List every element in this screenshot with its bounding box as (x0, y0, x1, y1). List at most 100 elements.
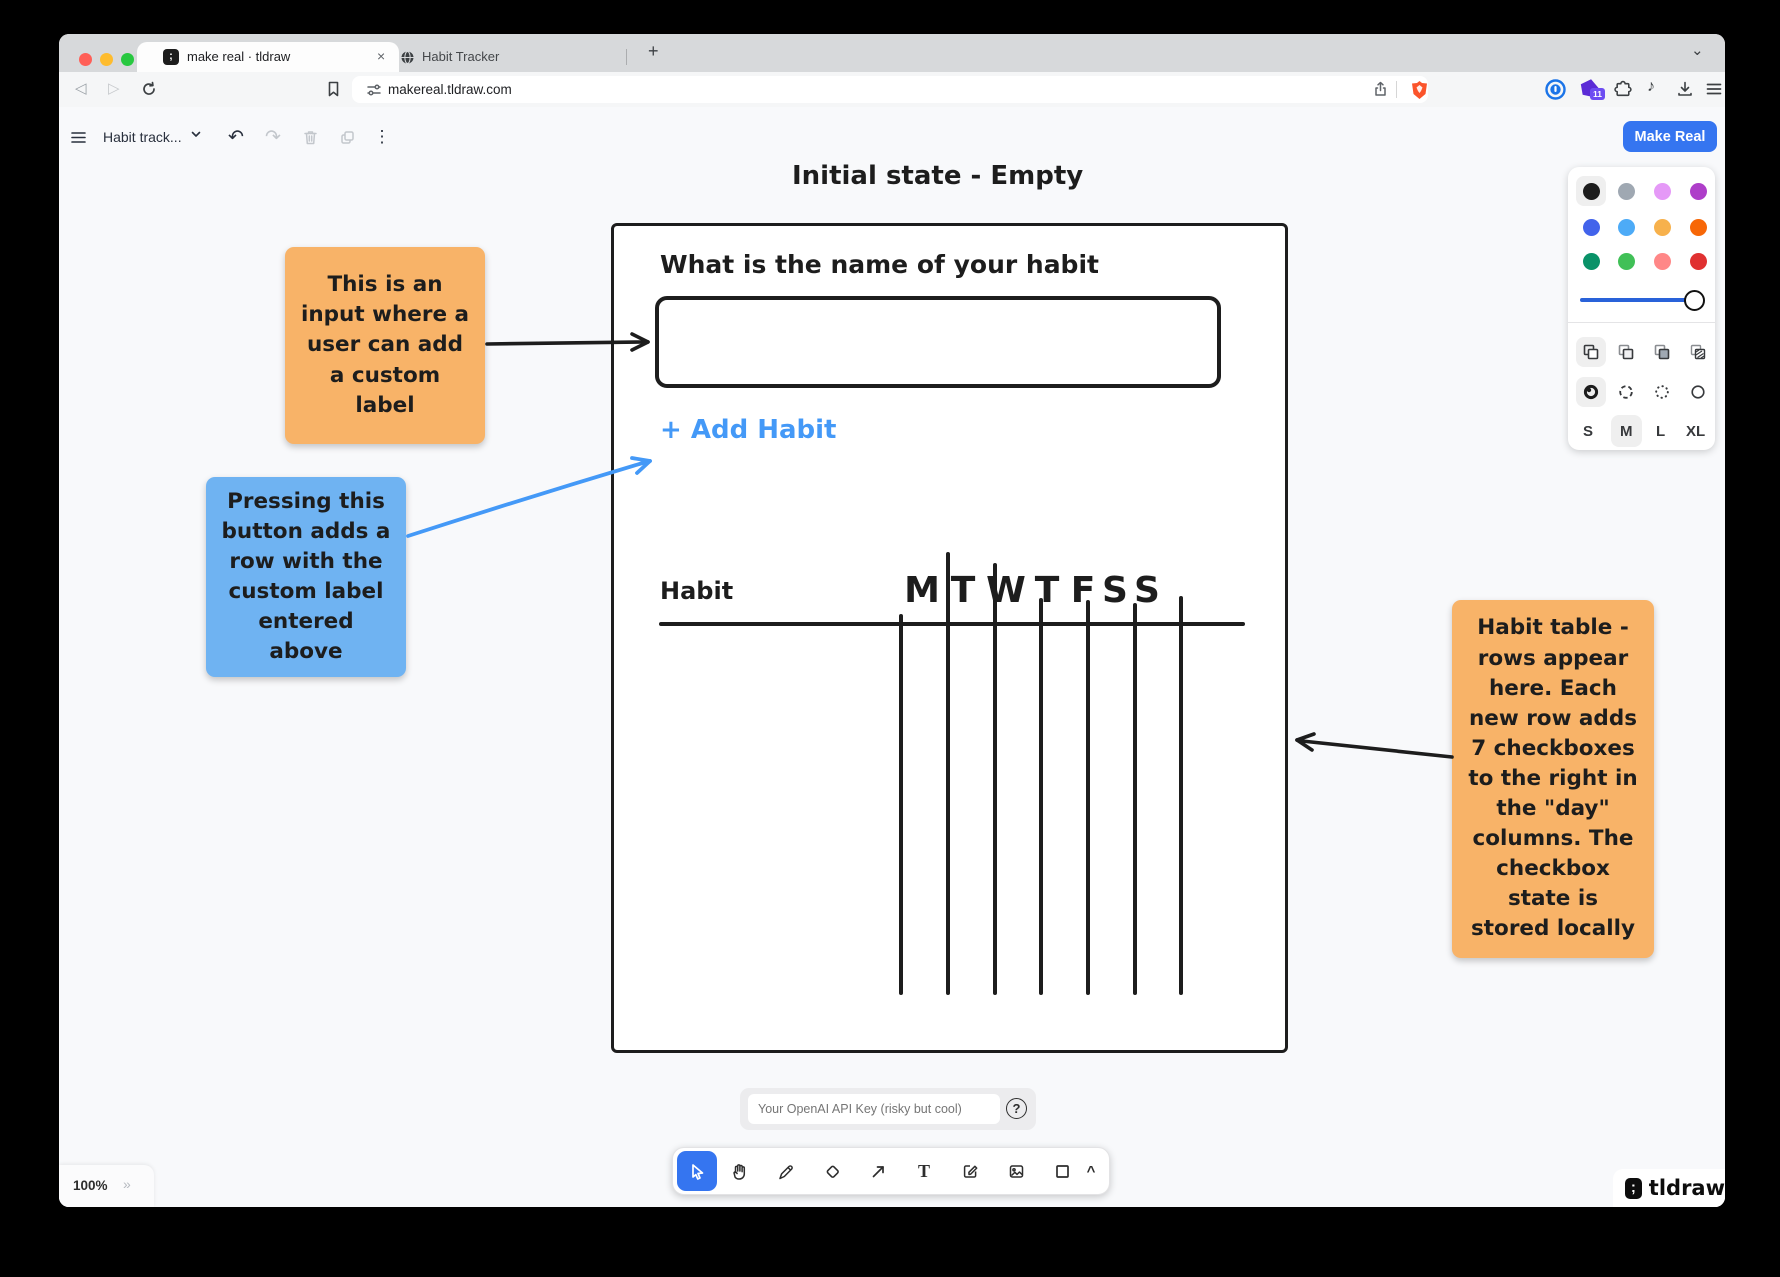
color-green[interactable] (1582, 252, 1600, 270)
new-tab-button[interactable]: + (648, 41, 659, 61)
tab-overflow-button[interactable]: ⌄ (1691, 42, 1704, 59)
site-settings-icon[interactable] (366, 82, 382, 98)
dash-dashed-button[interactable] (1617, 383, 1635, 401)
media-extension-icon[interactable]: ♪ (1647, 78, 1655, 95)
onepassword-extension-icon[interactable] (1545, 79, 1566, 100)
arrow-to-add-habit[interactable] (406, 456, 652, 538)
back-button[interactable]: ◁ (75, 80, 87, 97)
forward-button[interactable]: ▷ (108, 80, 120, 97)
text-tool[interactable]: T (917, 1160, 930, 1181)
arrow-to-input[interactable] (485, 332, 650, 352)
minimize-window-button[interactable] (100, 53, 113, 66)
tab-title: Habit Tracker (422, 49, 500, 64)
tab-make-real[interactable]: ; make real · tldraw × (137, 42, 399, 72)
day-header[interactable]: S (1134, 570, 1160, 611)
brave-shield-icon[interactable] (1410, 80, 1429, 100)
size-xl-button[interactable]: XL (1686, 423, 1706, 440)
rectangle-tool[interactable] (1042, 1151, 1082, 1191)
table-column-line[interactable] (1039, 598, 1043, 995)
more-tools-button[interactable]: ^ (1086, 1162, 1096, 1180)
close-tab-icon[interactable]: × (377, 48, 386, 64)
day-header[interactable]: W (986, 570, 1026, 611)
size-l-button[interactable]: L (1656, 423, 1666, 440)
document-name[interactable]: Habit track... (103, 129, 182, 145)
dash-draw-button[interactable] (1582, 383, 1600, 401)
fill-none-button[interactable] (1582, 343, 1600, 361)
zoom-expand-icon[interactable]: » (123, 1176, 131, 1192)
tldraw-watermark[interactable]: ; tldraw (1613, 1169, 1725, 1207)
day-header[interactable]: F (1070, 570, 1096, 611)
color-light-red[interactable] (1653, 252, 1671, 270)
eraser-tool[interactable] (812, 1151, 852, 1191)
opacity-slider-handle[interactable] (1684, 289, 1705, 311)
size-s-button[interactable]: S (1583, 423, 1594, 440)
opacity-slider-track[interactable] (1580, 298, 1703, 302)
dash-solid-button[interactable] (1689, 383, 1707, 401)
duplicate-icon[interactable] (336, 126, 358, 148)
zoom-level[interactable]: 100% (73, 1178, 108, 1193)
color-light-blue[interactable] (1617, 218, 1635, 236)
select-tool[interactable] (677, 1151, 717, 1191)
canvas-title-text[interactable]: Initial state - Empty (792, 161, 1084, 191)
redo-button[interactable]: ↷ (265, 126, 281, 148)
share-icon[interactable] (1372, 81, 1389, 98)
sticky-note-habit-table[interactable]: Habit table - rows appear here. Each new… (1452, 600, 1654, 958)
arrow-tool[interactable] (858, 1151, 898, 1191)
zoom-window-button[interactable] (121, 53, 134, 66)
hand-tool[interactable] (719, 1151, 759, 1191)
day-header[interactable]: M (904, 570, 940, 611)
question-text[interactable]: What is the name of your habit (660, 250, 1099, 279)
fill-pattern-button[interactable] (1689, 343, 1707, 361)
color-light-violet[interactable] (1653, 182, 1671, 200)
tldraw-canvas[interactable]: Habit track... ↶ ↷ ⋮ Make Real (59, 107, 1725, 1207)
color-violet[interactable] (1689, 182, 1707, 200)
add-habit-button-text[interactable]: + Add Habit (660, 415, 837, 445)
table-column-line[interactable] (1133, 603, 1137, 995)
color-black[interactable] (1582, 182, 1600, 200)
app-menu-icon[interactable] (67, 126, 89, 148)
downloads-icon[interactable] (1676, 80, 1694, 98)
day-header[interactable]: T (1034, 570, 1060, 611)
color-light-green[interactable] (1617, 252, 1635, 270)
fill-semi-button[interactable] (1617, 343, 1635, 361)
undo-button[interactable]: ↶ (228, 126, 244, 148)
asset-tool[interactable] (996, 1151, 1036, 1191)
extensions-puzzle-icon[interactable] (1614, 80, 1633, 99)
note-tool[interactable] (950, 1151, 990, 1191)
sticky-note-add-button[interactable]: Pressing this button adds a row with the… (206, 477, 406, 677)
make-real-button[interactable]: Make Real (1623, 121, 1717, 152)
more-menu-icon[interactable]: ⋮ (373, 127, 391, 146)
table-column-line[interactable] (1086, 600, 1090, 995)
dash-dotted-button[interactable] (1653, 383, 1671, 401)
draw-tool[interactable] (765, 1151, 805, 1191)
day-header[interactable]: S (1102, 570, 1128, 611)
trash-icon[interactable] (299, 126, 321, 148)
fill-solid-button[interactable] (1653, 343, 1671, 361)
color-orange[interactable] (1689, 218, 1707, 236)
help-icon[interactable]: ? (1006, 1098, 1027, 1119)
tab-habit-tracker[interactable]: Habit Tracker (390, 42, 690, 72)
table-column-line[interactable] (946, 552, 950, 995)
color-grey[interactable] (1617, 182, 1635, 200)
browser-menu-icon[interactable] (1705, 80, 1723, 98)
table-header-line[interactable] (659, 622, 1245, 626)
sticky-note-input-label[interactable]: This is an input where a user can add a … (285, 247, 485, 444)
day-header[interactable]: T (950, 570, 976, 611)
habit-name-inputbox[interactable] (655, 296, 1221, 388)
arrow-to-table[interactable] (1295, 732, 1454, 759)
chevron-down-icon[interactable] (189, 127, 203, 141)
api-key-input[interactable] (748, 1094, 1000, 1124)
color-red[interactable] (1689, 252, 1707, 270)
reload-button[interactable] (140, 80, 158, 98)
table-column-line[interactable] (1179, 596, 1183, 995)
size-m-button[interactable]: M (1620, 423, 1633, 440)
habit-column-label[interactable]: Habit (660, 577, 734, 605)
color-blue[interactable] (1582, 218, 1600, 236)
bookmark-icon[interactable] (325, 80, 342, 98)
table-column-line[interactable] (899, 614, 903, 995)
color-yellow[interactable] (1653, 218, 1671, 236)
table-column-line[interactable] (993, 563, 997, 995)
url-bar[interactable]: makereal.tldraw.com (352, 76, 1428, 103)
close-window-button[interactable] (79, 53, 92, 66)
purple-extension-icon[interactable]: 11 (1578, 78, 1605, 100)
